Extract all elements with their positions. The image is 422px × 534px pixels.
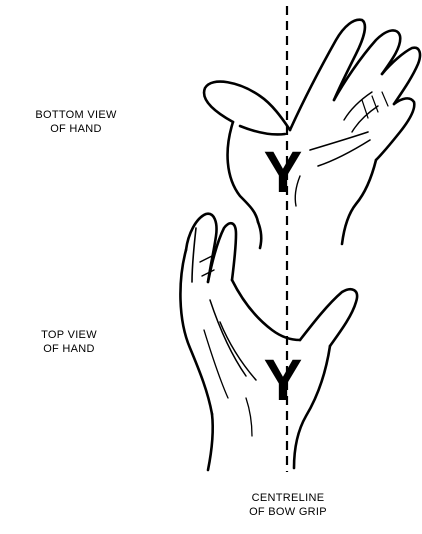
top-view-hand-drawing	[180, 214, 357, 470]
top-view-label-line1: TOP VIEW	[14, 328, 124, 342]
bottom-view-label: BOTTOM VIEW OF HAND	[14, 108, 138, 136]
bottom-view-label-line2: OF HAND	[14, 122, 138, 136]
bottom-view-hand-drawing	[204, 20, 420, 248]
bottom-view-label-line1: BOTTOM VIEW	[14, 108, 138, 122]
y-marker-top-view: Y	[264, 348, 303, 413]
centreline-label-line2: OF BOW GRIP	[220, 505, 356, 519]
top-view-label-line2: OF HAND	[14, 342, 124, 356]
centreline-label: CENTRELINE OF BOW GRIP	[220, 491, 356, 519]
y-marker-bottom-view: Y	[264, 140, 303, 205]
centreline-label-line1: CENTRELINE	[220, 491, 356, 505]
top-view-label: TOP VIEW OF HAND	[14, 328, 124, 356]
